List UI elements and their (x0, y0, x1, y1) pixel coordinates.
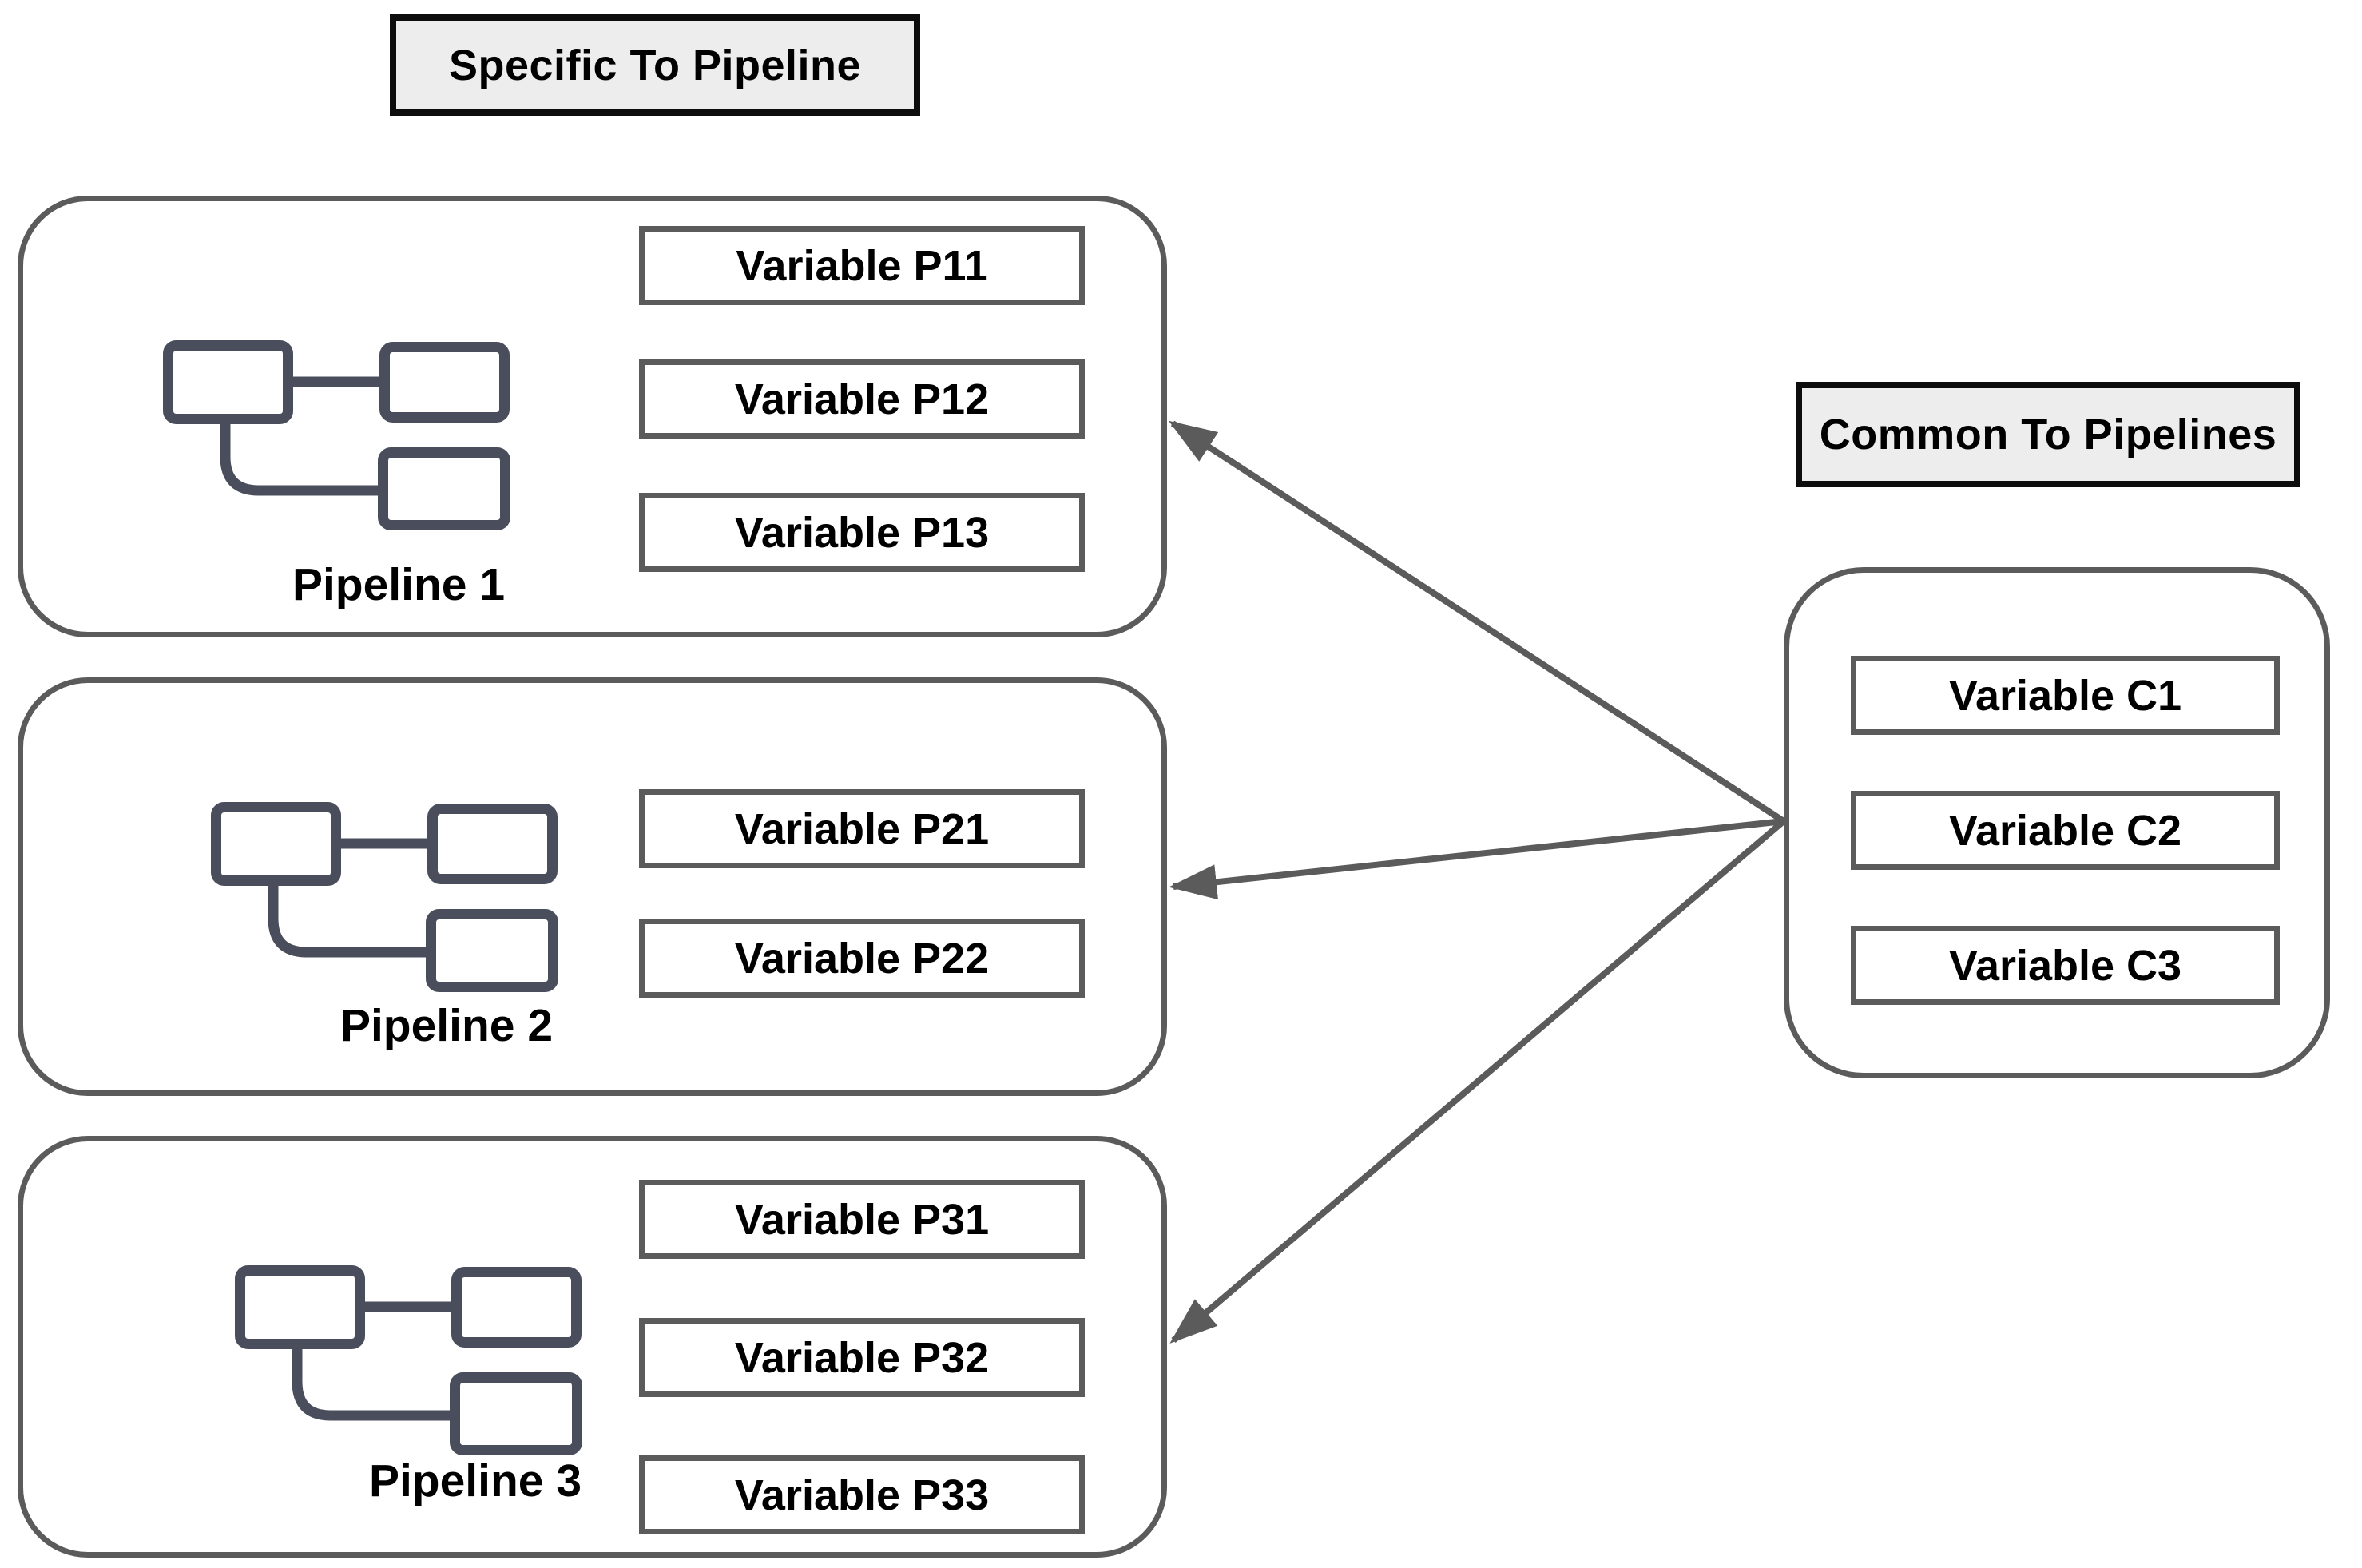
pipeline-1-container: Pipeline 1 Variable P11 Variable P12 Var… (18, 196, 1167, 637)
pipeline-3-container: Pipeline 3 Variable P31 Variable P32 Var… (18, 1136, 1167, 1558)
pipeline-3-label: Pipeline 3 (368, 1455, 582, 1506)
pipeline-1-label: Pipeline 1 (292, 559, 506, 610)
variable-box-p33: Variable P33 (639, 1455, 1085, 1534)
variable-box-p21: Variable P21 (639, 789, 1085, 868)
arrow-to-pipeline-2 (1169, 818, 1784, 900)
specific-to-pipeline-title: Specific To Pipeline (390, 14, 920, 116)
variable-box-c3: Variable C3 (1851, 926, 2280, 1005)
variable-box-p13: Variable P13 (639, 493, 1085, 572)
common-pipelines-container: Variable C1 Variable C2 Variable C3 (1784, 567, 2330, 1078)
pipeline-icon (161, 339, 511, 530)
variable-box-c1: Variable C1 (1851, 656, 2280, 735)
pipeline-2-label: Pipeline 2 (339, 1000, 554, 1051)
variable-box-p32: Variable P32 (639, 1318, 1085, 1397)
variable-box-p31: Variable P31 (639, 1180, 1085, 1259)
variable-box-p12: Variable P12 (639, 359, 1085, 439)
variable-box-c2: Variable C2 (1851, 791, 2280, 870)
pipeline-2-container: Pipeline 2 Variable P21 Variable P22 (18, 677, 1167, 1096)
variable-box-p22: Variable P22 (639, 919, 1085, 998)
variable-box-p11: Variable P11 (639, 226, 1085, 305)
arrow-to-pipeline-1 (1168, 420, 1786, 824)
arrow-to-pipeline-3 (1169, 818, 1786, 1344)
pipeline-icon (233, 1264, 583, 1455)
common-to-pipelines-title: Common To Pipelines (1796, 382, 2300, 487)
pipeline-icon (209, 800, 559, 992)
